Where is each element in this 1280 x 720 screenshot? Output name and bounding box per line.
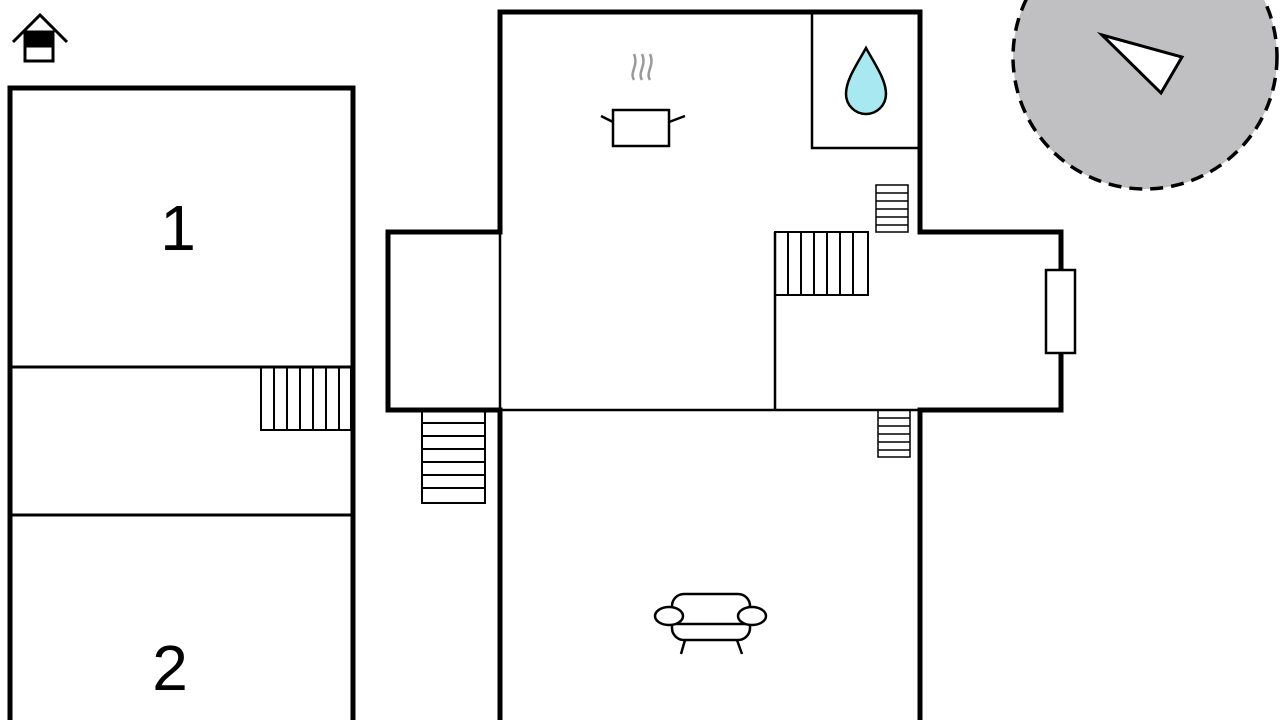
window <box>1044 268 1077 355</box>
room-label-2: 2 <box>152 632 188 704</box>
compass-icon <box>1011 0 1279 191</box>
staircase <box>421 409 486 504</box>
sofa-icon <box>653 592 768 655</box>
staircase <box>875 184 909 233</box>
staircase <box>260 366 352 431</box>
left-building <box>7 85 356 720</box>
room-label-1: 1 <box>160 192 196 264</box>
cooking-pot-icon <box>600 53 686 148</box>
water-drop-icon <box>844 45 888 116</box>
main-building <box>385 9 1077 720</box>
staircase <box>877 409 911 458</box>
bathroom-wall <box>810 12 920 150</box>
house-icon[interactable] <box>11 12 69 63</box>
staircase <box>774 231 869 296</box>
